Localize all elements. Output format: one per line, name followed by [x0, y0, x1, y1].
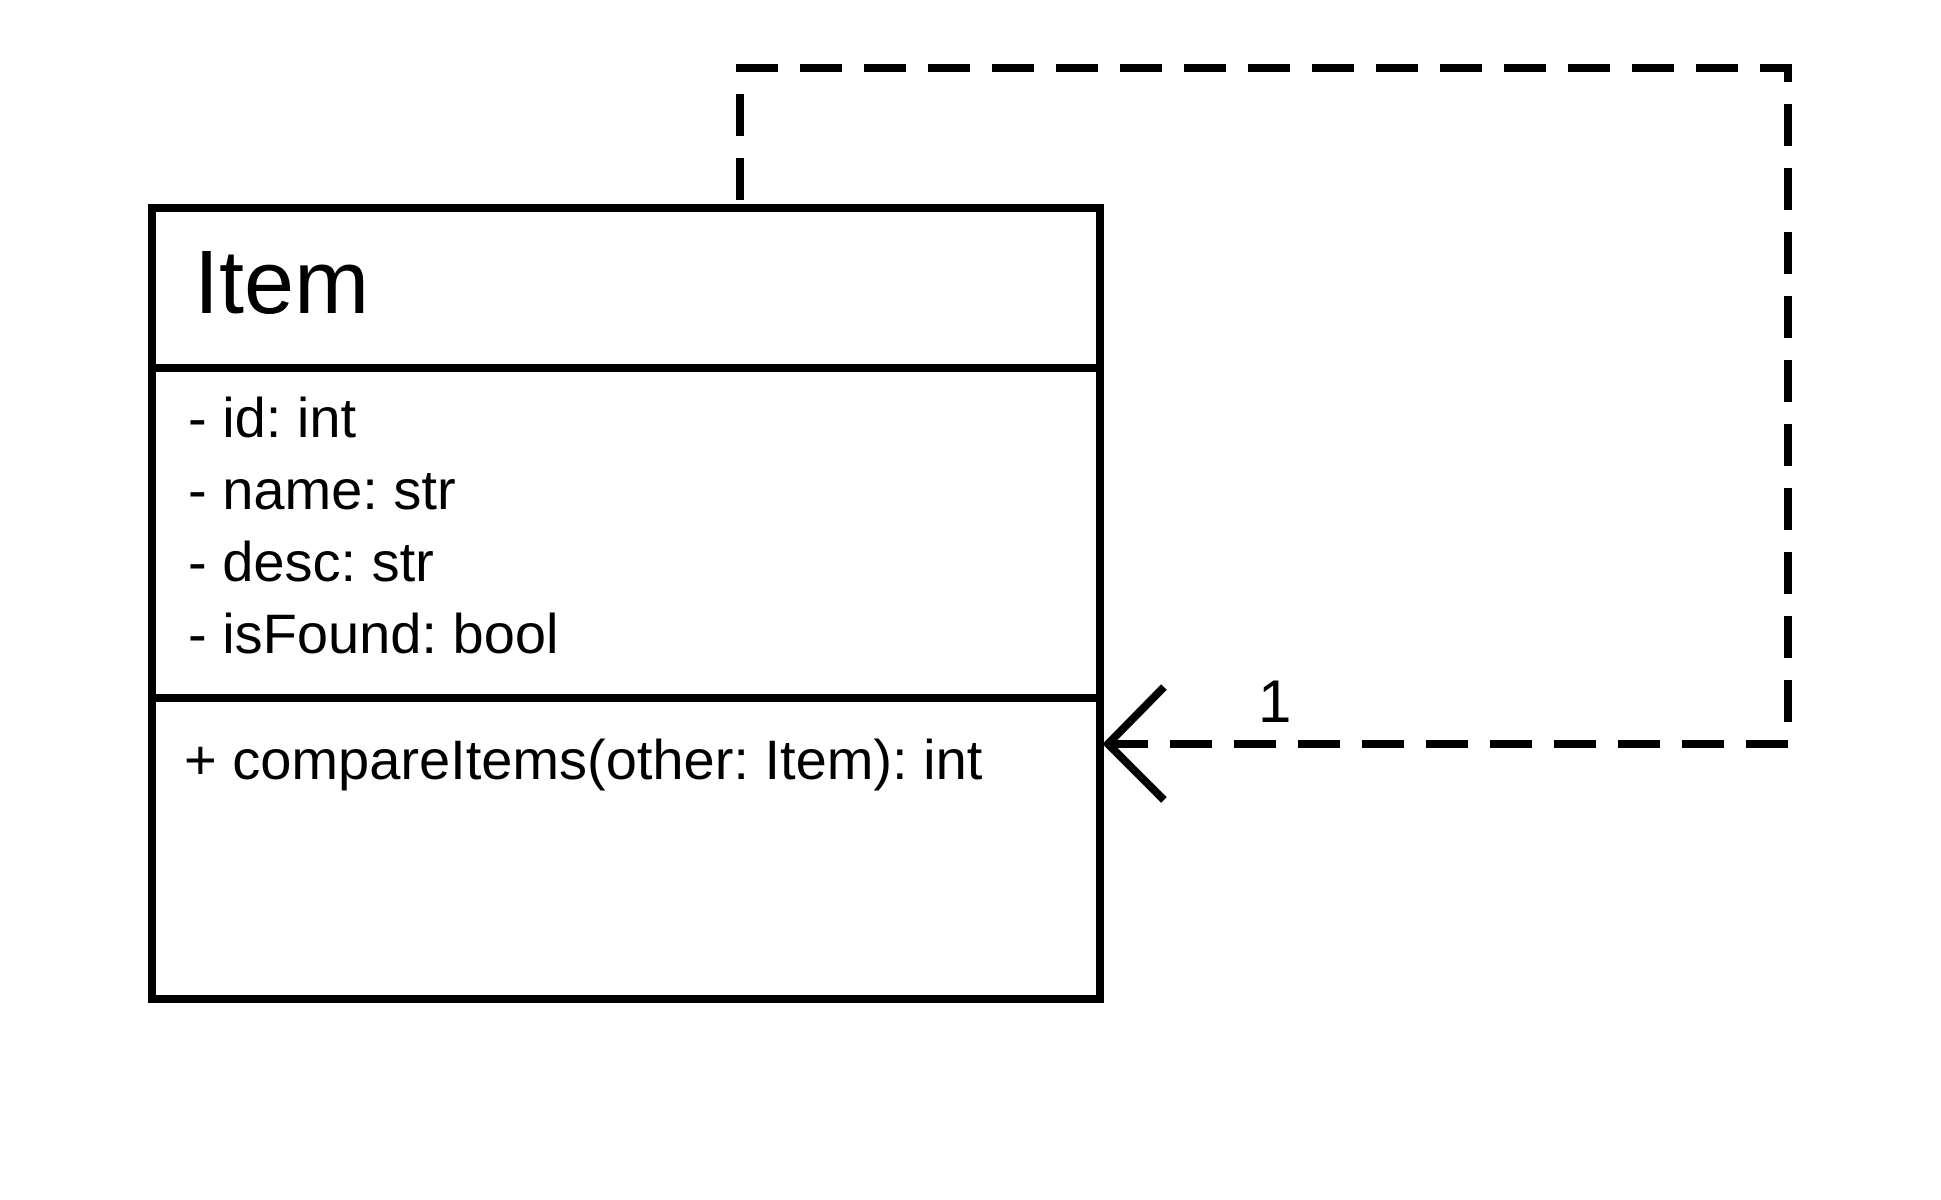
- dashed-association-line: [736, 64, 1792, 748]
- attribute-isfound: - isFound: bool: [188, 602, 559, 665]
- attribute-id: - id: int: [188, 386, 357, 449]
- class-name-section: Item: [156, 212, 1096, 372]
- class-box-item: Item - id: int - name: str - desc: str -…: [148, 204, 1104, 1003]
- attribute-name: - name: str: [188, 458, 456, 521]
- multiplicity-label: 1: [1258, 668, 1292, 735]
- methods-section: + compareItems(other: Item): int: [156, 702, 1096, 796]
- attribute-desc: - desc: str: [188, 530, 434, 593]
- method-compare-items: + compareItems(other: Item): int: [184, 728, 983, 791]
- class-name: Item: [194, 233, 370, 333]
- open-arrowhead-icon: [1102, 684, 1167, 803]
- attributes-section: - id: int - name: str - desc: str - isFo…: [156, 372, 1096, 702]
